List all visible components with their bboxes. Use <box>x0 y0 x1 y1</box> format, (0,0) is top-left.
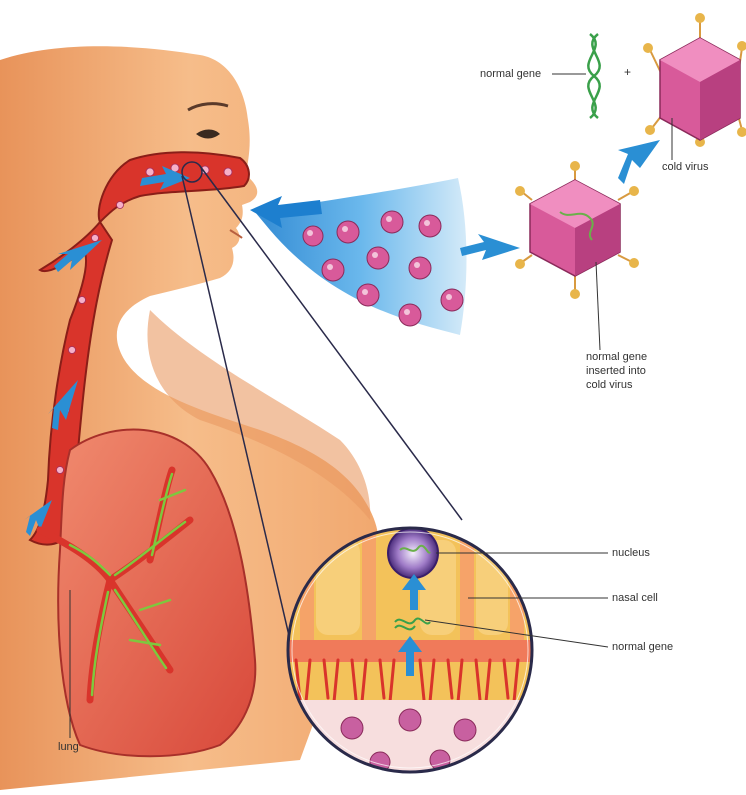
lung-label: lung <box>58 740 79 754</box>
nucleus-label: nucleus <box>612 546 650 560</box>
inserted-gene-label-line-2: inserted into <box>586 364 676 378</box>
inserted-label-line <box>596 262 600 350</box>
spray-cone <box>250 178 467 335</box>
blue-arrow-icon <box>460 234 520 260</box>
dna-helix-icon <box>588 34 599 118</box>
cold-virus-label: cold virus <box>662 160 708 174</box>
virus-particle-icon <box>515 161 639 299</box>
virus-particle-icon <box>643 13 746 147</box>
plus-sign: + <box>624 65 631 79</box>
nasal-cell-label: nasal cell <box>612 591 658 605</box>
spray-mist <box>255 178 467 335</box>
normal-gene-label-top: normal gene <box>480 67 541 81</box>
inserted-gene-label: normal gene inserted into cold virus <box>586 350 676 392</box>
normal-gene-cell-label: normal gene <box>612 640 673 654</box>
blue-arrow-icon <box>618 140 660 184</box>
inserted-gene-label-line-3: cold virus <box>586 378 676 392</box>
inserted-gene-label-line-1: normal gene <box>586 350 676 364</box>
